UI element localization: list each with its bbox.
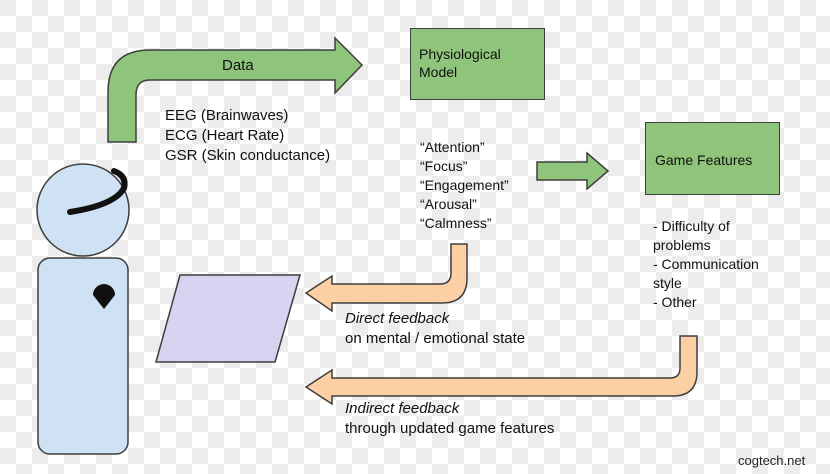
person-body <box>37 257 129 455</box>
state-arousal: “Arousal” <box>420 196 477 212</box>
ecg-sensor-icon <box>93 284 115 309</box>
signal-gsr: GSR (Skin conductance) <box>165 147 331 164</box>
feature-item: - Difficulty of <box>653 218 730 234</box>
physiological-model-line1: Physiological <box>419 46 501 62</box>
direct-feedback-title: Direct feedback <box>345 310 450 327</box>
physiological-model-box: Physiological Model <box>410 28 545 100</box>
feature-item: - Communication <box>653 256 759 272</box>
states-to-features-arrow <box>536 151 610 191</box>
indirect-feedback-subtitle: through updated game features <box>345 420 555 437</box>
state-calmness: “Calmness” <box>420 215 492 231</box>
data-arrow <box>107 36 364 143</box>
screen-parallelogram <box>155 274 301 363</box>
eeg-headband-icon <box>67 168 128 215</box>
person-figure <box>36 163 130 455</box>
direct-feedback-subtitle: on mental / emotional state <box>345 330 526 347</box>
state-attention: “Attention” <box>420 139 485 155</box>
physiological-model-line2: Model <box>419 64 458 80</box>
watermark: cogtech.net <box>738 453 806 468</box>
indirect-feedback-arrow <box>304 335 698 406</box>
state-engagement: “Engagement” <box>420 177 509 193</box>
signal-ecg: ECG (Heart Rate) <box>165 127 285 144</box>
indirect-feedback-title: Indirect feedback <box>345 400 460 417</box>
data-arrow-label: Data <box>222 57 254 74</box>
state-focus: “Focus” <box>420 158 468 174</box>
game-features-box: Game Features <box>645 122 780 195</box>
feature-item: style <box>653 275 682 291</box>
game-features-title: Game Features <box>655 152 753 168</box>
signal-eeg: EEG (Brainwaves) <box>165 107 289 124</box>
feature-item: problems <box>653 237 711 253</box>
feature-item: - Other <box>653 294 697 310</box>
direct-feedback-arrow <box>304 243 468 313</box>
